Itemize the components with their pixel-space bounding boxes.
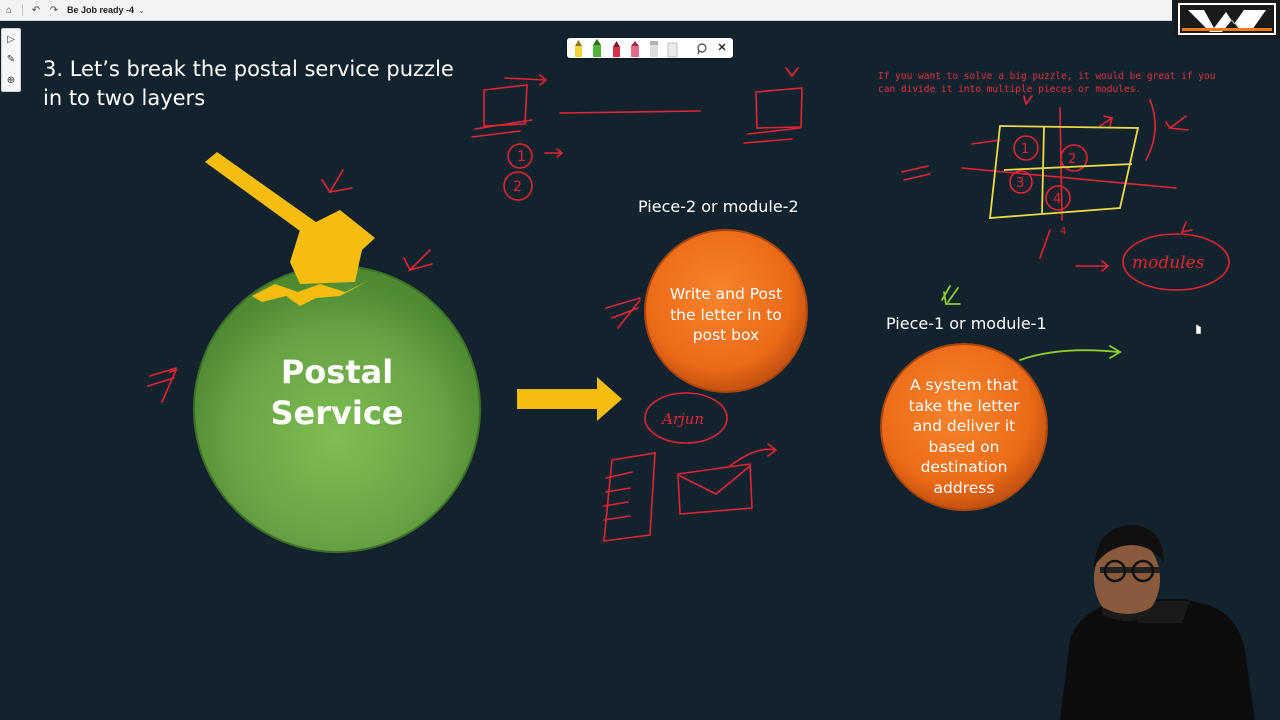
module-1-line: take the letter xyxy=(908,396,1020,415)
title-line-2: in to two layers xyxy=(43,86,206,110)
highlighter[interactable] xyxy=(650,41,658,57)
document-title[interactable]: Be Job ready -4 xyxy=(67,5,135,15)
module-2-caption: Piece-2 or module-2 xyxy=(638,197,799,216)
plus-circle-icon[interactable]: ⊕ xyxy=(6,75,16,87)
modules-ink-word: modules xyxy=(1132,253,1205,273)
pointer-icon[interactable]: ▷ xyxy=(7,33,15,45)
hammer-icon xyxy=(205,152,375,306)
module-1-text: A system that take the letter and delive… xyxy=(889,375,1039,498)
pen-icon[interactable]: ✎ xyxy=(6,54,16,66)
postal-service-label: Postal Service xyxy=(237,352,437,434)
module-1-line: and deliver it xyxy=(912,417,1016,435)
grid-number-2: 2 xyxy=(1068,152,1076,167)
grid-number-3: 3 xyxy=(1016,176,1024,191)
pen-red[interactable] xyxy=(613,41,620,57)
pen-green[interactable] xyxy=(593,39,601,57)
lasso-icon[interactable] xyxy=(697,43,707,55)
slide-title: 3. Let’s break the postal service puzzle… xyxy=(43,55,483,113)
brand-logo xyxy=(1174,0,1280,38)
title-line-1: 3. Let’s break the postal service puzzle xyxy=(43,57,454,81)
arrow-right-icon xyxy=(517,377,622,421)
grid-number-1: 1 xyxy=(1021,142,1029,157)
close-icon[interactable] xyxy=(718,43,726,51)
hand-cursor-icon xyxy=(1195,323,1202,335)
yellow-grid xyxy=(988,125,1140,219)
window-title-bar: ⌂ ↶ ↷ Be Job ready -4 ⌄ xyxy=(0,0,1172,21)
left-toolbar: ▷ ✎ ⊕ xyxy=(1,28,21,92)
arjun-ink-word: Arjun xyxy=(660,410,704,428)
postal-label-line-2: Service xyxy=(270,394,404,432)
module-2-line: Write and Post xyxy=(669,285,783,303)
red-note: If you want to solve a big puzzle, it wo… xyxy=(878,71,1216,95)
red-ink-annotations xyxy=(147,67,1230,542)
module-1-caption: Piece-1 or module-1 xyxy=(886,314,1047,333)
pen-yellow[interactable] xyxy=(575,40,582,57)
pen-pink[interactable] xyxy=(631,41,639,57)
presenter-video xyxy=(1060,525,1255,720)
module-2-circle xyxy=(644,229,808,393)
redo-icon[interactable]: ↷ xyxy=(49,4,59,16)
ink-number-4: 4 xyxy=(1060,226,1066,237)
module-2-line: the letter in to xyxy=(670,305,782,324)
ink-number-2: 2 xyxy=(513,179,522,195)
home-icon[interactable]: ⌂ xyxy=(5,4,13,16)
pen-toolbar xyxy=(567,38,733,58)
module-1-line: A system that xyxy=(910,376,1018,394)
module-1-line: based on xyxy=(928,437,1000,456)
eraser[interactable] xyxy=(667,42,678,58)
module-1-line: destination xyxy=(920,458,1008,476)
green-ink-annotations xyxy=(941,285,1122,361)
module-1-line: address xyxy=(933,478,995,497)
ink-number-1: 1 xyxy=(517,149,526,165)
chevron-down-icon[interactable]: ⌄ xyxy=(138,5,145,15)
module-2-text: Write and Post the letter in to post box xyxy=(650,284,802,346)
divider xyxy=(22,4,23,16)
undo-icon[interactable]: ↶ xyxy=(31,4,41,16)
module-1-circle xyxy=(880,343,1048,511)
postal-label-line-1: Postal xyxy=(280,353,394,391)
grid-number-4: 4 xyxy=(1053,192,1061,207)
module-2-line: post box xyxy=(692,326,760,344)
